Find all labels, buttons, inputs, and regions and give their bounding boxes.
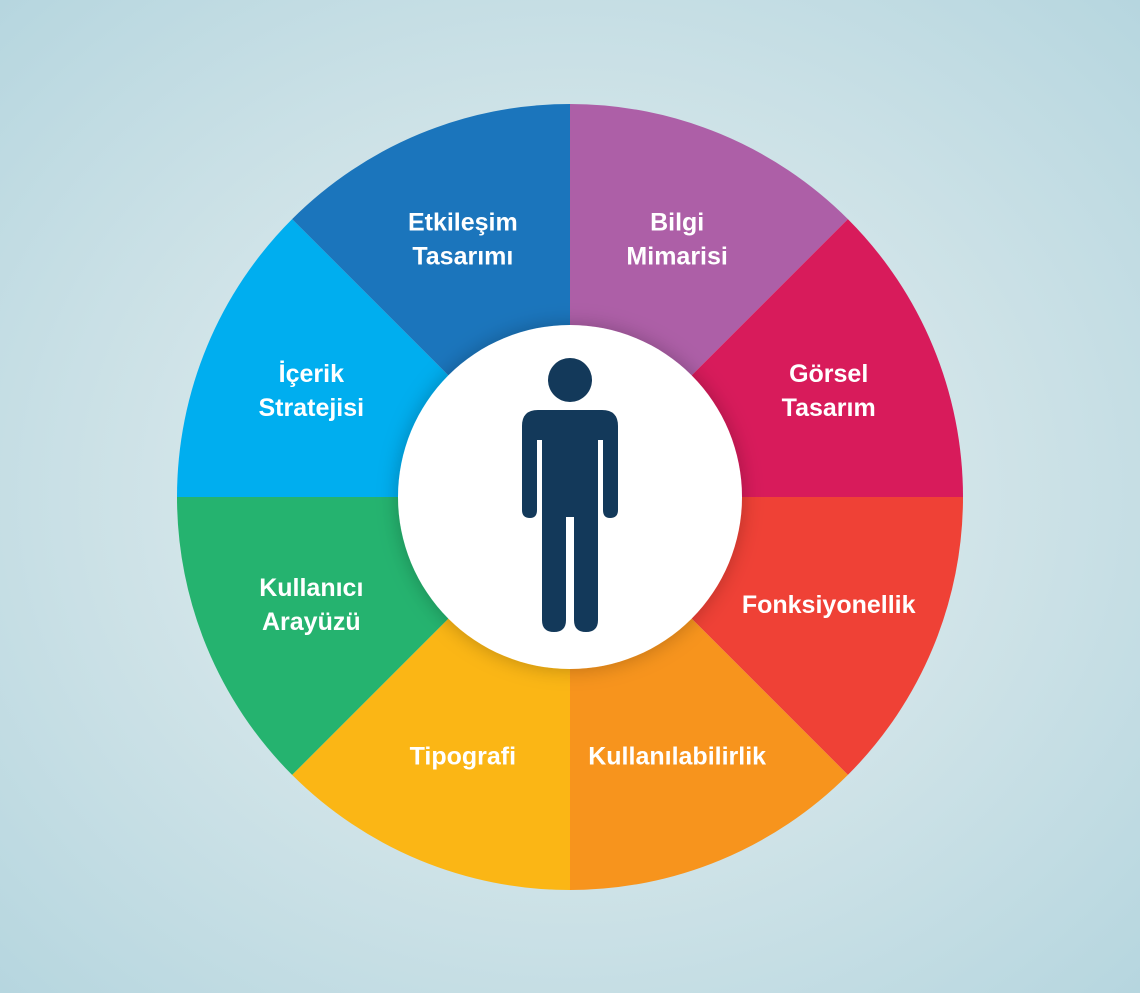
person-icon [522,358,618,632]
segment-label-line: Bilgi [650,208,704,236]
segment-label-line: Fonksiyonellik [742,591,916,619]
segment-label: Kullanılabilirlik [588,743,766,771]
segment-label-line: Arayüzü [262,608,361,636]
segment-label: Tipografi [410,743,516,771]
segment-label-line: İçerik [279,360,344,388]
segment-label-line: Tasarım [782,394,876,422]
segment-label-line: Görsel [789,360,868,388]
segment-label-line: Tasarımı [412,242,513,270]
segment-label-line: Etkileşim [408,208,518,236]
segment-label-line: Tipografi [410,743,516,771]
segment-label-line: Stratejisi [259,394,365,422]
segment-label-line: Kullanıcı [259,574,363,602]
segment-label: Fonksiyonellik [742,591,916,619]
segment-label-line: Kullanılabilirlik [588,743,766,771]
segment-label-line: Mimarisi [626,242,727,270]
